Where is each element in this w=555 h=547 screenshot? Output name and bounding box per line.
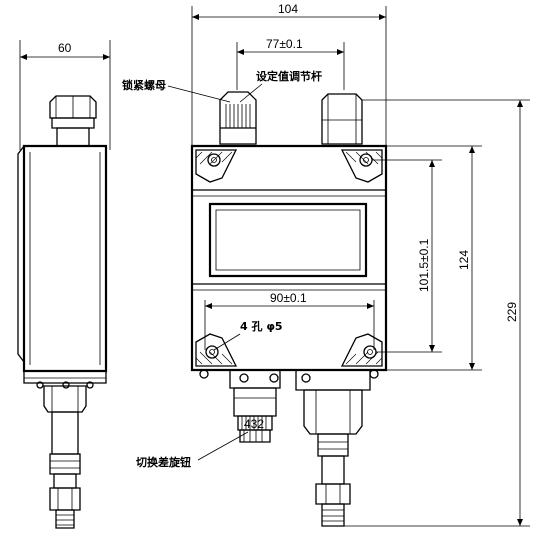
label-switch-button: 切换差旋钮 — [136, 455, 191, 469]
dim-adjuster-spacing: 77±0.1 — [266, 37, 303, 51]
front-view: 104 77±0.1 — [122, 2, 530, 527]
dim-overall-height: 229 — [505, 302, 519, 322]
dim-overall-width: 104 — [278, 2, 298, 16]
label-setpoint-rod: 设定值调节杆 — [256, 69, 322, 83]
terminal-numbers: 432 — [244, 417, 264, 431]
dim-mount-height: 101.5±0.1 — [417, 238, 431, 292]
dim-mount-width: 90±0.1 — [270, 291, 307, 305]
label-lock-nut: 锁紧螺母 — [122, 78, 166, 92]
label-mount-holes: 4 孔 φ5 — [240, 320, 283, 333]
dim-side-width: 60 — [58, 41, 72, 55]
side-view: 60 — [17, 40, 111, 529]
dim-body-height: 124 — [457, 250, 471, 270]
